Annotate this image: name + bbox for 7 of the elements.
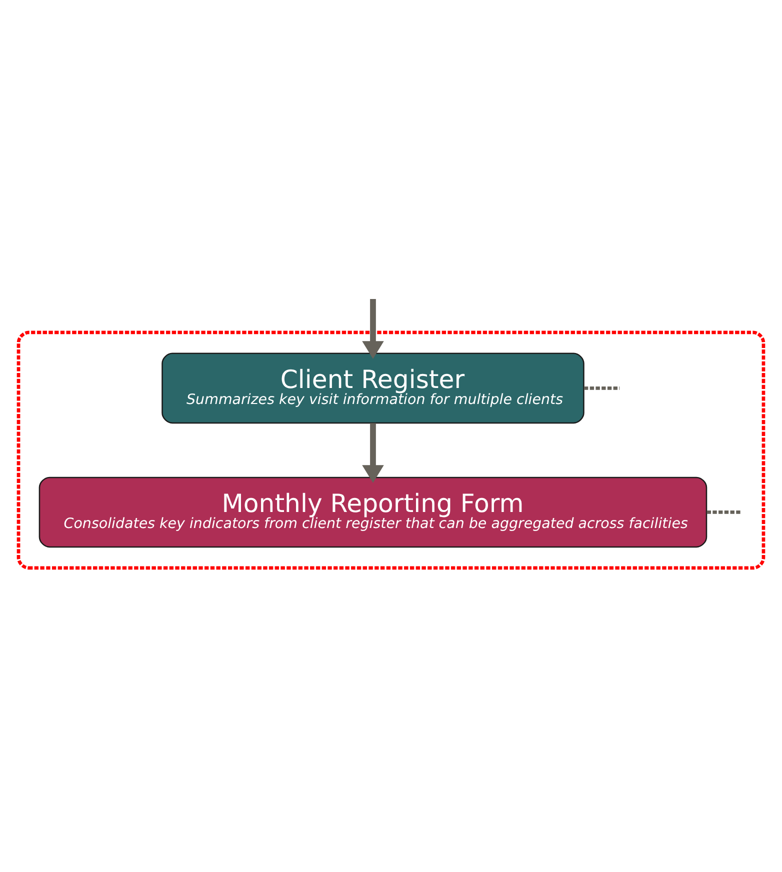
connector <box>584 386 620 390</box>
connector <box>706 510 742 514</box>
node-box: Client Register Summarizes key visit information for multiple clients <box>162 352 584 424</box>
node-box: Monthly Reporting Form Consolidates key indicators from client register that can be aggregated across facilities <box>38 476 708 548</box>
cluster <box>16 330 766 570</box>
arrow <box>362 422 384 482</box>
arrow <box>362 298 384 358</box>
